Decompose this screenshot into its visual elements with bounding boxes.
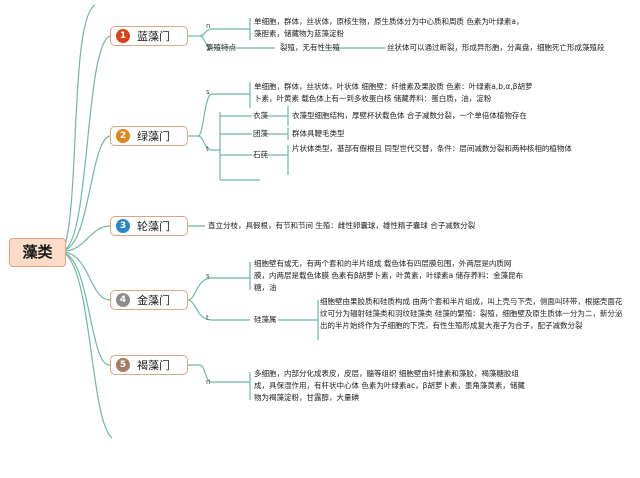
branch-label: 金藻门: [137, 294, 170, 307]
node-tag: s: [206, 88, 210, 96]
reproduction-mode: 裂殖，无有性生殖: [280, 43, 340, 52]
reproduction-label: 繁殖特点: [206, 43, 236, 52]
node-tag: s: [206, 272, 210, 280]
sub-node-ulva[interactable]: 石莼: [253, 150, 268, 159]
link-root-b1: [63, 35, 111, 251]
link-root-b4: [63, 251, 111, 301]
phaeophyta-description: 多细胞，内部分化成表皮，皮层，髓等组织 细胞壁由纤维素和藻胶，褐藻糖胶组成，具保…: [254, 369, 525, 402]
branch-node-phaeophyta[interactable]: 5 褐藻门: [110, 355, 188, 375]
chlamydomonas-description: 衣藻型细胞结构，厚壁杯状载色体 合子减数分裂，一个单倍体植物存在: [292, 111, 527, 120]
chlorophyta-description: 单细胞，群体，丝状体，叶状体 细胞壁：纤维素及果胶质 色素：叶绿素a,b,α,β…: [254, 82, 533, 103]
node-tag: n: [206, 378, 211, 386]
branch-number-badge: 3: [116, 219, 130, 233]
branch-node-cyanophyta[interactable]: 1 蓝藻门: [110, 26, 188, 46]
branch-node-charophyta[interactable]: 3 轮藻门: [110, 216, 188, 236]
chrysophyta-description: 细胞壁有或无，有两个套和的半片组成 载色体有四层膜包围，外两层是内质网膜，内两层…: [254, 259, 524, 292]
sub-node-volvox[interactable]: 团藻: [253, 129, 268, 138]
sub-node-diatom[interactable]: 硅藻属: [254, 315, 277, 324]
link-root-b5: [63, 252, 111, 366]
branch-label: 轮藻门: [137, 220, 170, 233]
reproduction-description: 丝状体可以通过断裂，形成异形胞，分离盘，细胞死亡形成藻殖段: [387, 43, 605, 52]
branch-label: 蓝藻门: [137, 30, 170, 43]
ulva-description: 片状体类型，基部有假根且 同型世代交替，条件：层间减数分裂和两种核相的植物体: [292, 144, 572, 153]
branch-number-badge: 5: [116, 358, 130, 372]
node-tag: t: [206, 314, 209, 322]
volvox-description: 群体具鞭毛类型: [292, 129, 345, 138]
link-root-top: [63, 4, 96, 250]
node-tag: t: [206, 145, 209, 153]
link-root-extra: [63, 252, 113, 439]
diatom-description: 细胞壁由果胶质和硅质构成 由两个套和半片组成，叫上壳与下壳，侧面叫环带，根据壳面…: [320, 297, 623, 330]
cyanophyta-description: 单细胞，群体，丝状体，原核生物，原生质体分为中心质和周质 色素为叶绿素a，藻胆素…: [254, 17, 524, 38]
branch-label: 绿藻门: [137, 130, 170, 143]
branch-number-badge: 2: [116, 129, 130, 143]
branch-label: 褐藻门: [137, 359, 170, 372]
node-tag: n: [206, 22, 211, 30]
charophyta-description: 直立分枝，具假根，有节和节间 生殖：雌性卵囊球，雄性精子囊球 合子减数分裂: [208, 221, 476, 230]
root-node[interactable]: 藻类: [9, 238, 66, 267]
link-root-b2: [63, 135, 111, 251]
sub-node-chlamydomonas[interactable]: 衣藻: [253, 111, 268, 120]
branch-number-badge: 4: [116, 293, 130, 307]
branch-number-badge: 1: [116, 29, 130, 43]
branch-node-chrysophyta[interactable]: 4 金藻门: [110, 290, 188, 310]
link-root-b3: [63, 225, 111, 252]
branch-node-chlorophyta[interactable]: 2 绿藻门: [110, 126, 188, 146]
